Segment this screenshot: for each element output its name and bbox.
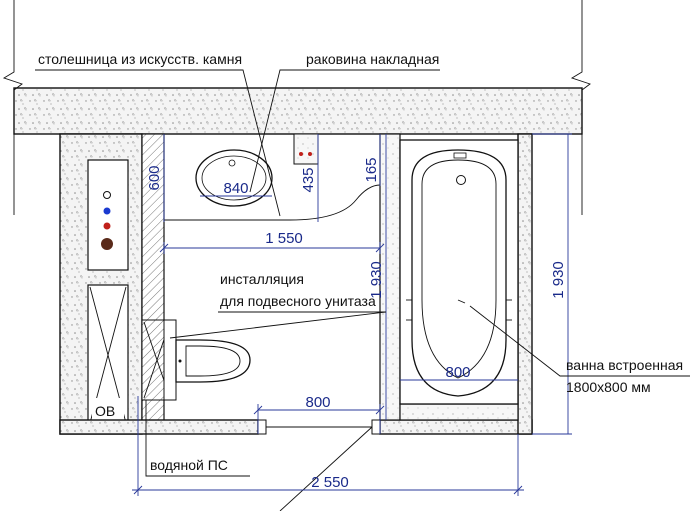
dim-800-bath: 800 — [445, 364, 470, 381]
faucet-icon — [228, 159, 236, 167]
dim-800-door: 800 — [305, 394, 330, 411]
dimension-lines — [132, 133, 572, 496]
dim-1930-outer: 1 930 — [550, 261, 567, 299]
bathtub — [411, 149, 507, 397]
bath-label-2: 1800х800 мм — [566, 379, 651, 395]
countertop-label: столешница из искусств. камня — [38, 51, 242, 67]
sink-label: раковина накладная — [306, 51, 439, 67]
dim-600: 600 — [146, 165, 163, 190]
pipe-cold-icon — [103, 207, 111, 215]
dim-1550: 1 550 — [265, 230, 303, 247]
ov-label: ОВ — [95, 403, 115, 419]
installation-label-2: для подвесного унитаза — [220, 293, 376, 309]
wall-hung-toilet — [175, 339, 251, 383]
pipe-hot-icon — [103, 222, 111, 230]
sink-bowl — [195, 149, 273, 207]
utility-niche — [87, 159, 129, 271]
bath-label-1: ванна встроенная — [566, 357, 683, 373]
top-slab — [2, 0, 591, 215]
water-riser-label: водяной ПС — [150, 457, 228, 473]
dim-2550: 2 550 — [311, 474, 349, 491]
installation-label-1: инсталляция — [220, 271, 304, 287]
left-wall: ОВ — [59, 133, 143, 435]
dim-435: 435 — [300, 167, 317, 192]
dim-1930-inner: 1 930 — [368, 261, 385, 299]
dim-840: 840 — [223, 180, 248, 197]
bath-enclosure — [379, 133, 519, 421]
dim-165: 165 — [363, 157, 380, 182]
installation-box — [141, 319, 165, 401]
pipe-white-icon — [103, 191, 111, 199]
bath-drain-icon — [456, 175, 466, 185]
door — [266, 426, 373, 511]
drain-icon — [101, 238, 113, 250]
countertop-sink — [163, 133, 381, 221]
leader-lines — [35, 69, 690, 477]
right-wall — [517, 133, 533, 435]
partition-wall — [141, 133, 177, 423]
